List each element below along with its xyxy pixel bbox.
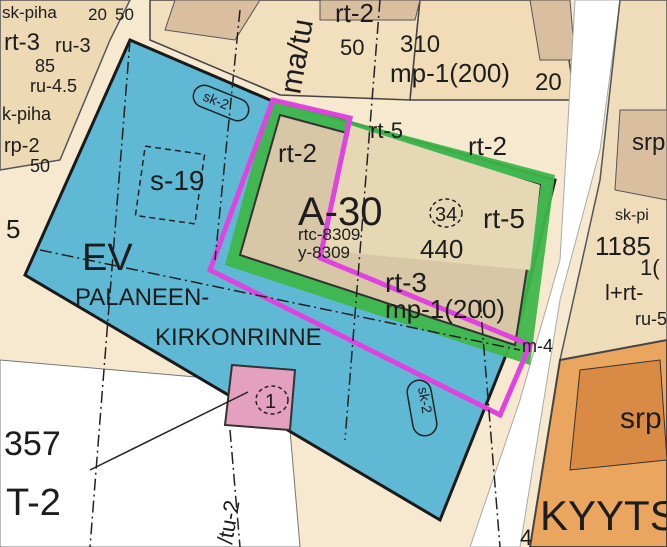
highlight-outline [206, 97, 534, 419]
label-1-circle: 1 [265, 391, 276, 413]
label-sk-pi-right: sk-pi [615, 207, 649, 224]
sk2-bottom-oval [406, 379, 438, 437]
label-sk-piha-top: sk-piha [2, 3, 57, 22]
label-srp-bottom: srp [620, 402, 662, 435]
label-5: 5 [6, 214, 20, 244]
label-srp-right: srp [632, 129, 665, 156]
leader-line [89, 391, 249, 471]
label-357: 357 [4, 425, 61, 463]
label-50a: 50 [115, 5, 134, 24]
pink-site [223, 363, 297, 432]
label-50c: 50 [30, 156, 50, 176]
circle-1 [255, 385, 289, 415]
block-inner-area [320, 125, 540, 270]
label-mp1-block: mp-1(200) [385, 294, 505, 324]
label-440: 440 [420, 234, 463, 264]
label-1185: 1185 [595, 231, 651, 261]
label-rt3-left: rt-3 [4, 29, 40, 56]
label-20b: 20 [535, 69, 562, 96]
label-kyyts: KYYTS [540, 492, 667, 539]
label-mp1-top: mp-1(200) [390, 58, 510, 88]
label-palaneen: PALANEEN- [75, 284, 209, 311]
label-rtc8309: rtc-8309 [298, 225, 360, 244]
label-50b: 50 [340, 35, 364, 60]
building-hatch-top-left [164, 0, 261, 41]
label-ev: EV [82, 237, 133, 279]
label-310: 310 [400, 31, 440, 58]
label-rt5-top: rt-5 [370, 118, 403, 143]
label-ru5: ru-5 [635, 309, 667, 329]
label-ru45: ru-4.5 [30, 76, 77, 96]
label-ru3: ru-3 [55, 35, 91, 57]
label-k-piha: k-piha [2, 104, 52, 124]
label-34: 34 [435, 204, 457, 226]
label-a30: A-30 [298, 190, 383, 234]
label-20: 20 [88, 5, 107, 24]
label-y8309: y-8309 [298, 243, 350, 262]
label-kirkonrinne: KIRKONRINNE [155, 324, 322, 351]
right-road [469, 0, 621, 547]
label-85: 85 [35, 56, 55, 76]
label-1-right: 1( [640, 255, 660, 280]
label-sk2-bottom: sk-2 [415, 386, 435, 415]
label-rt2-right: rt-2 [468, 131, 507, 161]
orange-building-hatch [569, 359, 667, 471]
circle-34 [429, 198, 463, 228]
left-residential-block [0, 0, 131, 171]
label-rt2-top: rt-2 [335, 0, 374, 28]
label-t2: T-2 [6, 482, 61, 524]
sk2-top-oval [192, 84, 250, 122]
building-hatch-top [319, 0, 421, 21]
bottom-left-road [0, 359, 301, 547]
label-4: 4 [520, 525, 532, 547]
label-rp2: rp-2 [4, 135, 40, 157]
label-plus-rt: l+rt- [605, 280, 644, 305]
label-s19: s-19 [150, 165, 204, 196]
right-building-hatch [614, 109, 667, 201]
boundary-lines [39, 0, 521, 547]
label-rt5-block: rt-5 [483, 203, 525, 234]
s19-dashed-box [134, 145, 206, 225]
label-m4: m-4 [522, 336, 553, 356]
label-rt2-block: rt-2 [278, 138, 317, 168]
label-rt3-block: rt-3 [385, 267, 427, 298]
